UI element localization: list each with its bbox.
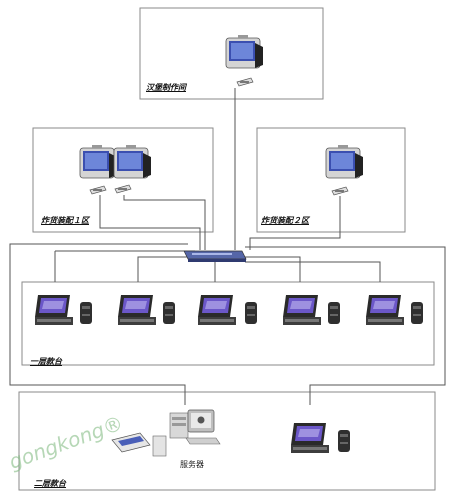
fryer-area-2-box bbox=[256, 127, 406, 233]
front-counter-1-label: 一层款台 bbox=[30, 357, 62, 366]
pos-terminal-icon bbox=[118, 295, 156, 325]
fryer-area-2-label: 炸货装配２区 bbox=[261, 216, 309, 225]
server-label: 服务器 bbox=[180, 460, 204, 469]
kds-monitor-icon bbox=[225, 34, 264, 69]
network-switch-icon bbox=[183, 250, 247, 262]
pos-terminal-icon bbox=[366, 295, 404, 325]
front-counter-1-box bbox=[21, 281, 435, 366]
receipt-printer-icon bbox=[328, 302, 340, 324]
burger-room-label: 汉堡制作间 bbox=[146, 83, 186, 92]
pos-terminal-icon bbox=[283, 295, 321, 325]
kds-monitor-icon bbox=[325, 144, 364, 179]
kds-monitor-icon bbox=[113, 144, 152, 179]
receipt-printer-icon bbox=[411, 302, 423, 324]
fryer-area-1-box bbox=[32, 127, 214, 233]
front-counter-2-box bbox=[18, 391, 436, 491]
fryer-area-1-label: 炸货装配１区 bbox=[41, 216, 89, 225]
receipt-printer-icon bbox=[80, 302, 92, 324]
bump-bar-icon bbox=[89, 185, 107, 195]
receipt-printer-icon bbox=[245, 302, 257, 324]
pos-terminal-icon bbox=[198, 295, 236, 325]
burger-room-box bbox=[139, 7, 324, 100]
card-reader-icon bbox=[111, 432, 151, 453]
bump-bar-icon bbox=[236, 77, 254, 87]
pos-terminal-icon bbox=[291, 423, 329, 453]
receipt-printer-icon bbox=[338, 430, 350, 452]
bump-bar-icon bbox=[114, 184, 132, 194]
kds-monitor-icon bbox=[79, 144, 118, 179]
front-counter-2-label: 二层款台 bbox=[34, 479, 66, 488]
pos-terminal-icon bbox=[35, 295, 73, 325]
server-pc-icon bbox=[152, 409, 221, 457]
receipt-printer-icon bbox=[163, 302, 175, 324]
bump-bar-icon bbox=[331, 186, 349, 196]
network-cables bbox=[9, 88, 446, 405]
